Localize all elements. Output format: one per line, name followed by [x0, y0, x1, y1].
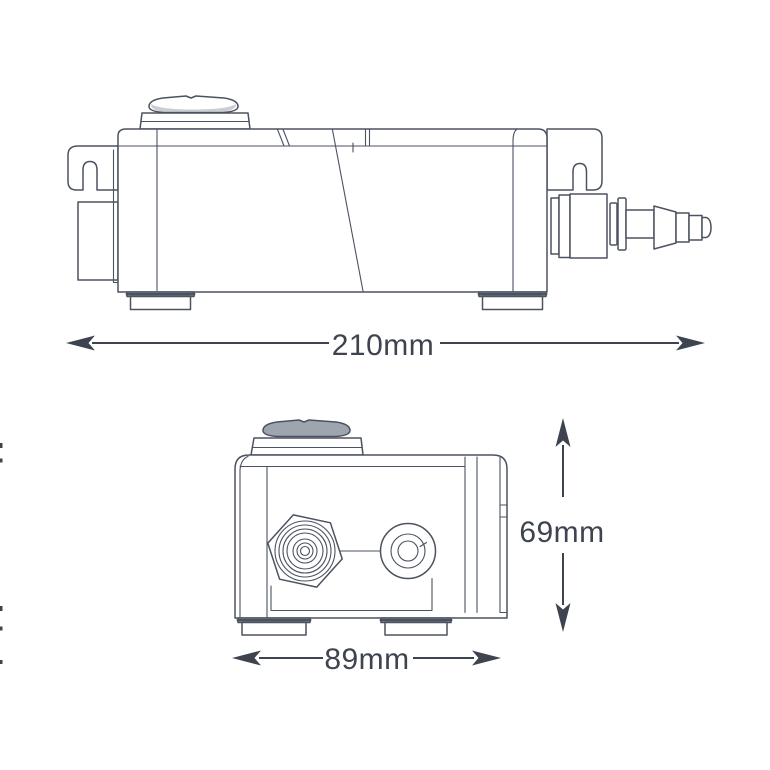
mounting-bracket-right [546, 128, 603, 191]
foot [241, 621, 307, 636]
barb-step-1 [675, 212, 690, 243]
end-view-drawing [234, 419, 508, 636]
side-view-drawing [67, 95, 712, 311]
hex-ring [296, 542, 314, 560]
cap-collar-end [250, 437, 364, 456]
outlet-collar [558, 194, 571, 259]
barb-cone [653, 205, 677, 250]
cap-disc-end [262, 419, 351, 438]
edge-artifact [0, 606, 3, 611]
arrowhead-down-icon [555, 603, 571, 632]
arrowhead-left-icon [66, 335, 95, 351]
barb-tip [701, 216, 712, 239]
port-middle-ring [390, 533, 426, 569]
arrowhead-right-icon [676, 335, 705, 351]
right-edge-ticks [499, 504, 508, 614]
foot [384, 621, 448, 636]
port-outer-ring [379, 522, 437, 580]
edge-artifacts [0, 443, 3, 664]
barb-flange-rib-2 [617, 197, 627, 251]
barb-shaft [625, 209, 655, 239]
width-dimension-label: 89mm [324, 643, 409, 676]
band-end-mark [364, 128, 371, 147]
cap-disc-side [148, 95, 239, 114]
hex-ring [274, 520, 336, 582]
round-port-fitting [379, 522, 437, 580]
arrowhead-left-icon [232, 650, 261, 666]
side-tab-block [77, 201, 119, 281]
body-panel-seam-right [512, 128, 518, 292]
edge-artifact [0, 443, 3, 448]
pump-body-side [117, 128, 548, 293]
foot [481, 295, 544, 311]
hex-ring [292, 538, 318, 564]
body-right-corner-lines [464, 456, 478, 614]
band-curve-mark [276, 128, 291, 147]
body-diagonal-seam [331, 129, 364, 292]
outlet-nut-block [569, 193, 608, 259]
dimension-height: 69mm [519, 418, 604, 632]
hex-ring [286, 532, 324, 570]
length-dimension-label: 210mm [332, 329, 435, 362]
body-left-lip [112, 149, 119, 284]
arrowhead-up-icon [555, 418, 571, 447]
edge-artifact [0, 458, 3, 463]
arrowhead-right-icon [472, 650, 501, 666]
hex-ring [282, 528, 328, 574]
bottom-panel-frame [270, 577, 433, 612]
dimension-length: 210mm [66, 329, 705, 362]
port-tick-mark [419, 541, 428, 548]
port-inner-ring [397, 540, 419, 562]
cap-disc-shading [151, 104, 236, 112]
dimension-width: 89mm [232, 643, 501, 676]
barb-flange-rib-1 [609, 202, 618, 246]
edge-artifact [0, 626, 3, 631]
hex-inlet-fitting [267, 514, 343, 588]
feet-end [236, 617, 453, 636]
hex-ring [299, 545, 311, 557]
outlet-collar-ring [550, 197, 560, 255]
height-dimension-label: 69mm [519, 516, 604, 549]
mounting-bracket-left [67, 145, 119, 191]
body-left-lip-end [239, 455, 249, 618]
foot [129, 295, 192, 311]
hex-ring [278, 524, 332, 578]
barb-step-2 [688, 214, 703, 241]
edge-artifact [0, 660, 3, 664]
feet-side [125, 291, 548, 311]
outlet-barb-assembly [550, 193, 712, 259]
